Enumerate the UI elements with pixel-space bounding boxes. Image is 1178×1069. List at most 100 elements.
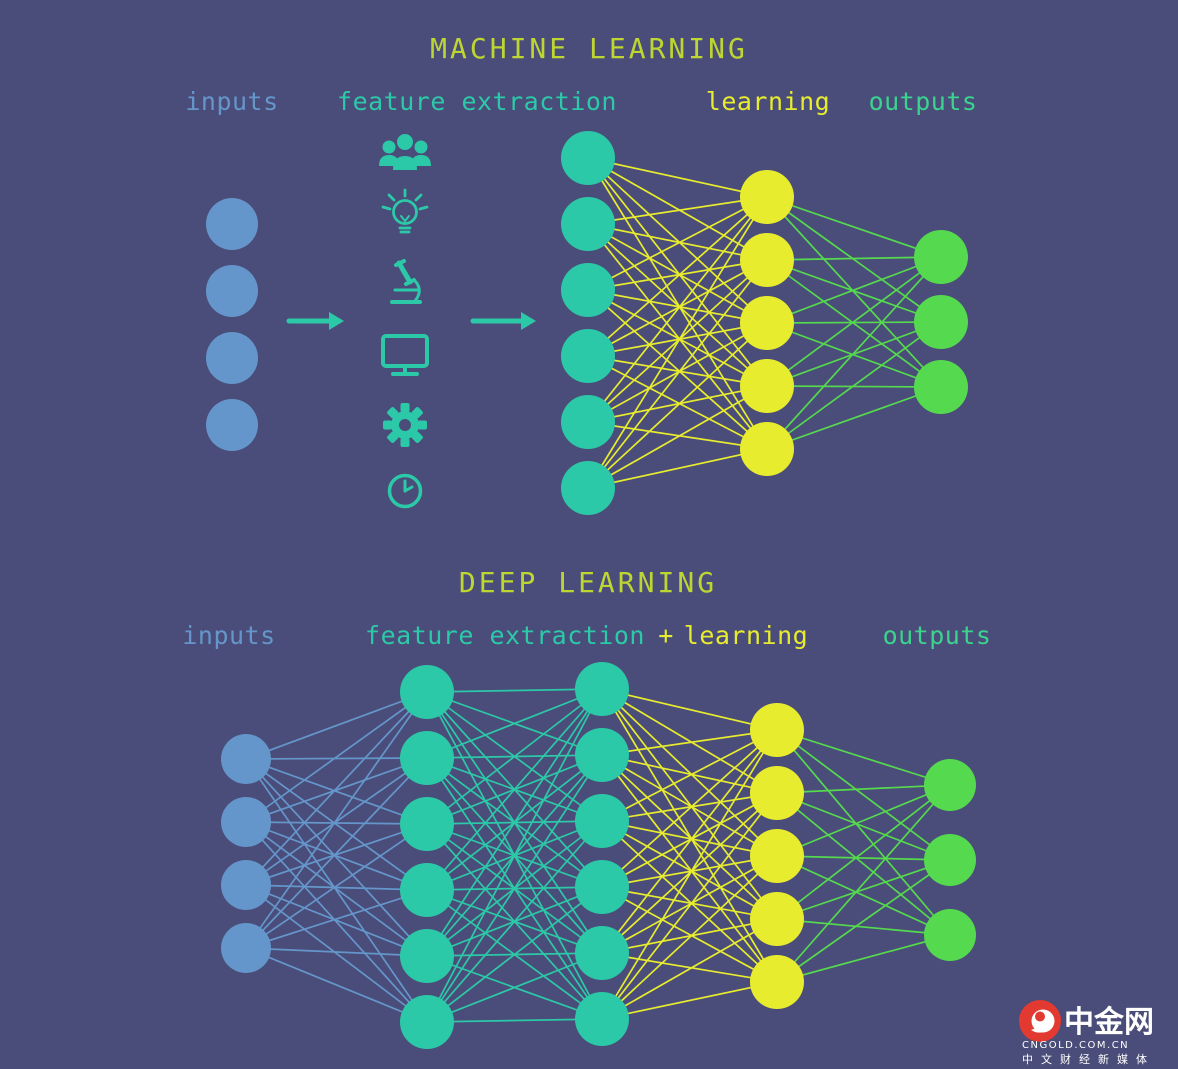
network-node [221,860,271,910]
network-link [587,259,768,291]
network-link [766,259,942,388]
network-link [426,688,603,825]
dl-label-learning: learning [684,621,808,650]
network-link [776,855,951,861]
network-link [426,688,603,1023]
network-link [601,820,778,920]
network-link [601,729,778,954]
network-link [245,757,428,823]
network-link [601,918,778,954]
network-link [776,859,951,920]
network-node [400,665,454,719]
network-link [776,784,951,983]
network-link [245,947,428,1023]
network-link [766,196,942,323]
network-link [601,688,778,794]
network-link [587,196,768,225]
network-node [750,703,804,757]
cngold-logo-icon [1019,1000,1061,1042]
watermark-brand: 中金网 [1064,1005,1154,1040]
network-node [206,198,258,250]
ml-label-learning: learning [706,87,830,116]
network-node [740,422,794,476]
network-node [750,892,804,946]
network-node [750,766,804,820]
network-link [601,729,778,888]
network-link [426,820,603,1023]
network-link [601,820,778,983]
network-link [587,223,768,324]
team-icon [379,134,431,170]
network-node [561,131,615,185]
network-link [587,289,768,387]
network-link [587,157,768,387]
network-node [914,230,968,284]
network-link [426,754,603,1023]
network-link [766,259,942,323]
network-link [601,952,778,983]
network-link [601,729,778,822]
watermark-tagline: 中文财经新媒体 [1022,1052,1155,1066]
network-link [601,855,778,888]
network-link [601,855,778,954]
network-link [766,256,942,387]
network-link [776,855,951,936]
network-link [601,754,778,794]
network-link [766,321,942,450]
network-link [601,918,778,1020]
network-node [740,296,794,350]
watermark: 中金网 CNGOLD.COM.CN 中文财经新媒体 [1019,1000,1155,1066]
network-link [776,784,951,794]
network-link [766,196,942,258]
network-link [587,289,768,324]
network-link [776,784,951,920]
network-link [587,355,768,450]
network-link [776,934,951,983]
network-link [426,886,603,1023]
network-link [601,792,778,888]
network-link [245,691,428,823]
network-link [587,322,768,357]
network-link [766,256,942,261]
network-node [575,728,629,782]
network-link [245,884,428,891]
network-link [766,386,942,450]
network-link [587,157,768,450]
ml-input-nodes [206,198,258,451]
monitor-icon [381,334,429,376]
network-link [587,385,768,423]
network-link [601,754,778,857]
network-link [245,758,428,825]
dl-label-feature-extraction: feature extraction [365,621,645,650]
arrow-right-icon [286,312,344,330]
dl-network [221,662,976,1049]
network-link [766,322,942,388]
network-link [776,784,951,857]
network-link [776,792,951,861]
network-link [587,385,768,489]
network-link [601,688,778,857]
network-node [400,995,454,1049]
network-node [740,233,794,287]
arrow-right-icon [470,312,536,330]
network-node [400,863,454,917]
ml-icons [379,134,431,509]
network-link [601,886,778,983]
ml-label-outputs: outputs [869,87,978,116]
network-node [561,461,615,515]
network-node [750,829,804,883]
network-link [587,157,768,261]
network-node [206,265,258,317]
network-link [426,688,603,891]
network-link [245,757,428,760]
network-node [221,797,271,847]
ml-label-feature-extraction: feature extraction [337,87,617,116]
network-link [587,196,768,291]
network-link [776,792,951,936]
network-link [601,886,778,920]
network-node [924,909,976,961]
network-link [245,757,428,886]
network-link [245,884,428,957]
